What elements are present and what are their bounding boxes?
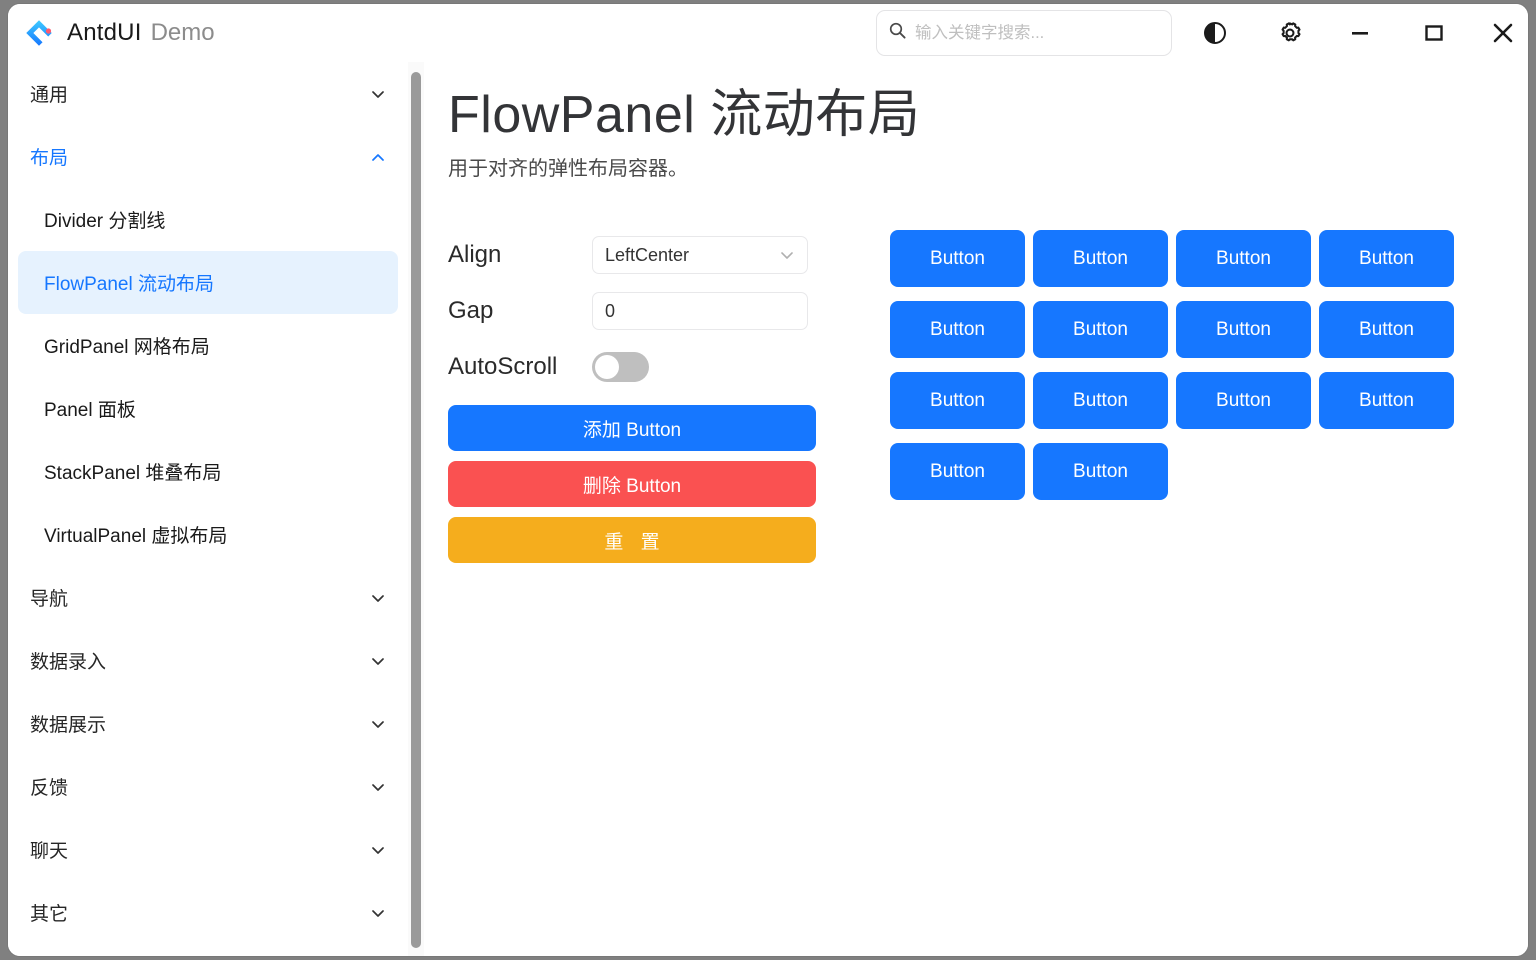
flow-button[interactable]: Button (890, 372, 1025, 429)
theme-contrast-icon[interactable] (1188, 4, 1242, 62)
chevron-down-icon (370, 716, 386, 732)
chevron-down-icon (779, 247, 795, 263)
sidebar-item-divider[interactable]: Divider 分割线 (18, 188, 398, 251)
flow-row: Button Button Button Button (890, 230, 1490, 287)
add-button-label: 添加 Button (582, 419, 682, 441)
flow-row: Button Button Button Button (890, 301, 1490, 358)
flow-button[interactable]: Button (1176, 230, 1311, 287)
align-select[interactable]: LeftCenter (592, 236, 808, 274)
gap-row: Gap 0 (448, 283, 818, 339)
flow-button[interactable]: Button (1033, 230, 1168, 287)
sidebar-group-label: 导航 (30, 589, 69, 610)
sidebar-group-chat[interactable]: 聊天 (8, 818, 408, 881)
sidebar-group-label: 其它 (30, 904, 69, 925)
sidebar-group-label: 数据录入 (30, 652, 107, 673)
app-window: AntdUI Demo (8, 4, 1528, 956)
sidebar-item-label: Divider 分割线 (44, 211, 166, 232)
search-input[interactable] (913, 22, 1159, 44)
align-row: Align LeftCenter (448, 227, 818, 283)
flow-button[interactable]: Button (1319, 230, 1454, 287)
title-bar: AntdUI Demo (8, 4, 1528, 62)
sidebar-item-label: VirtualPanel 虚拟布局 (44, 526, 228, 547)
sidebar-item-label: FlowPanel 流动布局 (44, 274, 214, 295)
gap-input[interactable]: 0 (592, 292, 808, 330)
sidebar-menu: 通用 布局 Divider 分割线 FlowPanel 流动布局 (8, 62, 408, 944)
sidebar-item-panel[interactable]: Panel 面板 (18, 377, 398, 440)
flow-button[interactable]: Button (1176, 301, 1311, 358)
gear-icon[interactable] (1263, 4, 1317, 62)
delete-button-button[interactable]: 删除 Button (448, 461, 816, 507)
add-button-button[interactable]: 添加 Button (448, 405, 816, 451)
search-icon (889, 22, 906, 44)
chevron-down-icon (370, 86, 386, 102)
sidebar-item-flowpanel[interactable]: FlowPanel 流动布局 (18, 251, 398, 314)
chevron-down-icon (370, 905, 386, 921)
sidebar-group-data-entry[interactable]: 数据录入 (8, 629, 408, 692)
autoscroll-label: AutoScroll (448, 353, 558, 380)
align-value: LeftCenter (605, 244, 690, 265)
app-title: AntdUI (67, 19, 142, 46)
gap-value: 0 (605, 300, 616, 321)
chevron-down-icon (370, 842, 386, 858)
autoscroll-toggle[interactable] (592, 352, 649, 382)
sidebar-item-virtualpanel[interactable]: VirtualPanel 虚拟布局 (18, 503, 398, 566)
sidebar-group-label: 聊天 (30, 841, 69, 862)
reset-button[interactable]: 重 置 (448, 517, 816, 563)
flow-button[interactable]: Button (1033, 301, 1168, 358)
sidebar-item-stackpanel[interactable]: StackPanel 堆叠布局 (18, 440, 398, 503)
flow-row: Button Button Button Button (890, 372, 1490, 429)
flow-button[interactable]: Button (890, 301, 1025, 358)
sidebar-group-data-display[interactable]: 数据展示 (8, 692, 408, 755)
gap-label: Gap (448, 297, 494, 324)
align-label: Align (448, 241, 502, 268)
flow-button[interactable]: Button (1176, 372, 1311, 429)
chevron-down-icon (370, 779, 386, 795)
brand: AntdUI Demo (24, 18, 215, 48)
flow-button[interactable]: Button (1033, 443, 1168, 500)
sidebar-scrollbar[interactable] (408, 62, 424, 956)
sidebar-item-label: GridPanel 网格布局 (44, 337, 210, 358)
autoscroll-row: AutoScroll (448, 339, 818, 395)
sidebar-item-label: StackPanel 堆叠布局 (44, 463, 222, 484)
sidebar-group-label: 反馈 (30, 778, 69, 799)
chevron-down-icon (370, 590, 386, 606)
flow-button[interactable]: Button (890, 443, 1025, 500)
app-subtitle: Demo (150, 19, 215, 46)
sidebar-group-label: 通用 (30, 85, 69, 106)
flow-button[interactable]: Button (1319, 372, 1454, 429)
sidebar-group-other[interactable]: 其它 (8, 881, 408, 944)
flow-button[interactable]: Button (1033, 372, 1168, 429)
page-title: FlowPanel 流动布局 (448, 86, 921, 144)
sidebar-group-layout[interactable]: 布局 (8, 125, 408, 188)
flow-button[interactable]: Button (1319, 301, 1454, 358)
maximize-icon[interactable] (1407, 4, 1461, 62)
minimize-icon[interactable] (1333, 4, 1387, 62)
page-subtitle: 用于对齐的弹性布局容器。 (448, 158, 688, 180)
body-area: 通用 布局 Divider 分割线 FlowPanel 流动布局 (8, 62, 1528, 956)
sidebar-group-label: 数据展示 (30, 715, 107, 736)
flow-button[interactable]: Button (890, 230, 1025, 287)
sidebar-group-feedback[interactable]: 反馈 (8, 755, 408, 818)
flow-panel-preview: Button Button Button Button Button Butto… (890, 230, 1490, 514)
antd-logo-icon (24, 18, 54, 48)
toggle-knob (595, 355, 619, 379)
sidebar-scrollbar-thumb[interactable] (411, 72, 421, 948)
chevron-up-icon (370, 149, 386, 165)
sidebar-group-general[interactable]: 通用 (8, 62, 408, 125)
close-icon[interactable] (1481, 4, 1525, 62)
sidebar: 通用 布局 Divider 分割线 FlowPanel 流动布局 (8, 62, 426, 956)
sidebar-item-gridpanel[interactable]: GridPanel 网格布局 (18, 314, 398, 377)
sidebar-item-label: Panel 面板 (44, 400, 136, 421)
search-box[interactable] (876, 10, 1172, 56)
sidebar-group-navigation[interactable]: 导航 (8, 566, 408, 629)
controls-panel: Align LeftCenter Gap 0 AutoScroll (448, 227, 818, 563)
main-content: FlowPanel 流动布局 用于对齐的弹性布局容器。 Align LeftCe… (426, 62, 1528, 956)
chevron-down-icon (370, 653, 386, 669)
sidebar-group-label: 布局 (30, 148, 69, 169)
flow-row: Button Button (890, 443, 1490, 500)
reset-button-label: 重 置 (604, 531, 666, 553)
delete-button-label: 删除 Button (582, 475, 682, 497)
